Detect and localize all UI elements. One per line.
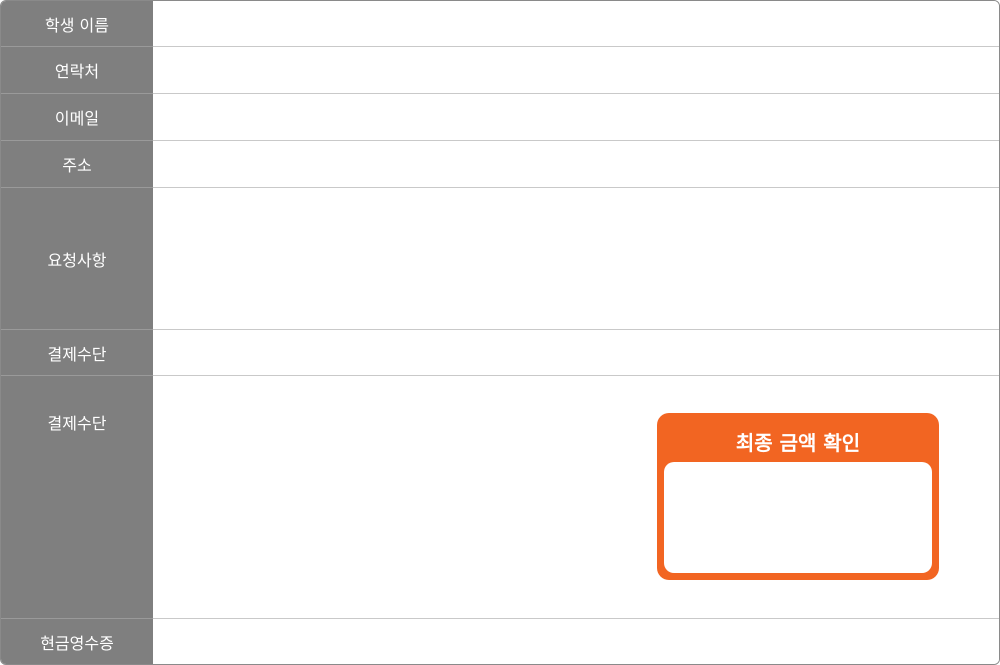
- form-row-payment-method: 결제수단: [1, 330, 999, 375]
- final-amount-display: [664, 462, 932, 573]
- form-row-email: 이메일: [1, 94, 999, 140]
- form-label: 이메일: [1, 94, 153, 140]
- form-label: 연락처: [1, 47, 153, 93]
- address-field[interactable]: [153, 141, 999, 187]
- contact-field[interactable]: [153, 47, 999, 93]
- form-label: 학생 이름: [1, 1, 153, 46]
- cash-receipt-field[interactable]: [153, 619, 999, 664]
- form-row-payment-detail: 결제수단 최종 금액 확인: [1, 376, 999, 618]
- row-divider: [1, 140, 999, 141]
- final-amount-box: 최종 금액 확인: [657, 413, 939, 580]
- row-divider: [1, 329, 999, 330]
- row-divider: [1, 93, 999, 94]
- form-row-requests: 요청사항: [1, 188, 999, 329]
- form-label: 주소: [1, 141, 153, 187]
- form-label: 결제수단: [1, 330, 153, 375]
- form-row-cash-receipt: 현금영수증: [1, 619, 999, 664]
- form-label: 결제수단: [1, 376, 153, 618]
- row-divider: [1, 375, 999, 376]
- row-divider: [1, 187, 999, 188]
- requests-textarea[interactable]: [153, 188, 999, 329]
- payment-method-field[interactable]: [153, 330, 999, 375]
- row-divider: [1, 618, 999, 619]
- form-row-address: 주소: [1, 141, 999, 187]
- final-amount-title: 최종 금액 확인: [735, 431, 861, 455]
- form-label: 요청사항: [1, 188, 153, 329]
- student-name-field[interactable]: [153, 1, 999, 46]
- email-field[interactable]: [153, 94, 999, 140]
- form-row-contact: 연락처: [1, 47, 999, 93]
- form-label: 현금영수증: [1, 619, 153, 664]
- payment-detail-area: 최종 금액 확인: [153, 376, 999, 618]
- form-row-student-name: 학생 이름: [1, 1, 999, 46]
- row-divider: [1, 46, 999, 47]
